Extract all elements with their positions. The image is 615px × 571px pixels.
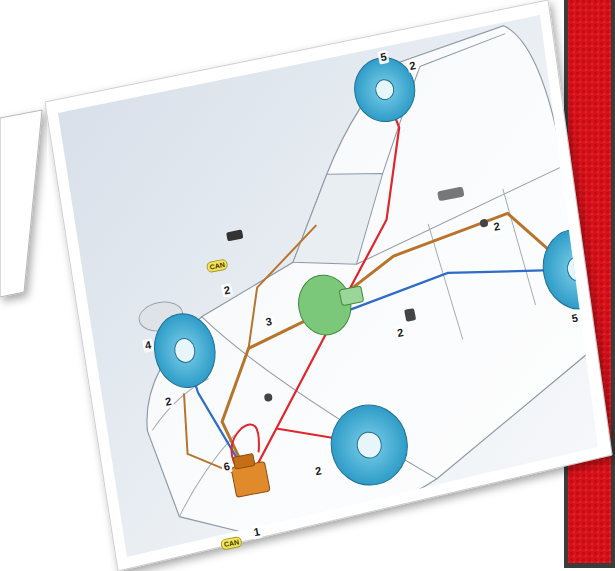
- hub: [173, 337, 197, 364]
- hub: [355, 430, 384, 460]
- callout-number: 2: [162, 394, 174, 409]
- brake-disc: [536, 223, 615, 315]
- disc: [324, 399, 414, 492]
- windshield: [278, 164, 399, 276]
- callout-number: 5: [377, 50, 389, 65]
- sensor: [226, 229, 243, 241]
- label-layer: 522542232612CANCAN: [60, 20, 615, 571]
- disc: [148, 309, 221, 393]
- bus-tag: CAN: [206, 258, 229, 273]
- callout-number: 5: [569, 311, 581, 326]
- brake-disc: [148, 309, 221, 393]
- brake-line-brown: [149, 225, 361, 490]
- disc: [536, 223, 615, 315]
- callout-number: 2: [221, 283, 233, 298]
- callout-number: 1: [251, 525, 263, 540]
- callout-number: 4: [142, 338, 154, 353]
- sensor: [479, 218, 488, 227]
- side-line: [346, 168, 571, 265]
- backdrop: [25, 0, 615, 571]
- picture: [25, 0, 615, 571]
- brake-disc: [324, 399, 414, 492]
- sensor: [264, 393, 273, 402]
- door-lines: [424, 187, 539, 342]
- car-body: [85, 19, 615, 560]
- bus-tag: CAN: [220, 536, 243, 551]
- hub: [565, 255, 589, 282]
- back-frame: [0, 110, 42, 297]
- hub: [374, 78, 395, 101]
- car-illustration: [25, 0, 615, 571]
- callout-number: 6: [221, 459, 233, 474]
- abs-motor: [233, 454, 255, 470]
- callout-number: 2: [394, 326, 406, 341]
- callout-number: 2: [491, 219, 503, 234]
- callout-number: 2: [406, 59, 418, 74]
- sensor: [404, 308, 416, 322]
- master-cylinder: [339, 286, 364, 306]
- pedal-unit: [437, 187, 464, 202]
- callout-number: 3: [263, 315, 275, 330]
- callout-number: 2: [312, 464, 324, 479]
